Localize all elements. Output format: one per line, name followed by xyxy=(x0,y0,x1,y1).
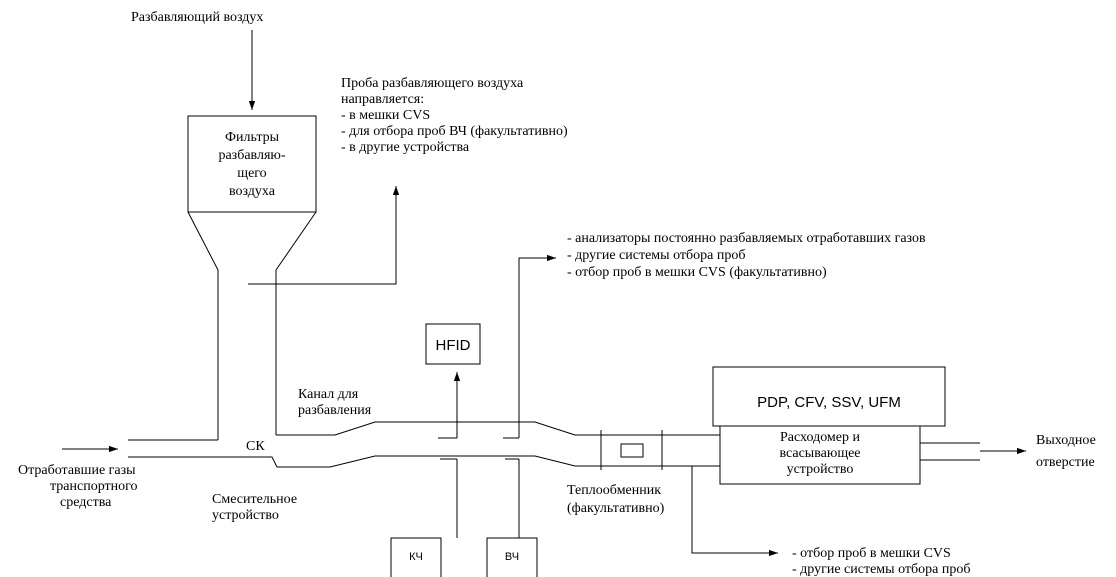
air-sample-text-5: - в другие устройства xyxy=(341,140,470,155)
exhaust-text-1: Отработавшие газы xyxy=(18,463,136,478)
kch-label: КЧ xyxy=(409,551,423,563)
bottom-sample-text-2: - другие системы отбора проб xyxy=(792,562,970,577)
heat-exchanger-box xyxy=(620,443,644,458)
flowmeter-label-2: всасывающее xyxy=(779,446,860,461)
tunnel-label-2: разбавления xyxy=(298,403,372,418)
hfid-label: HFID xyxy=(436,337,471,354)
vch-box xyxy=(486,537,538,577)
filter-label-line-3: щего xyxy=(237,166,266,181)
flowmeter-label-1: Расходомер и xyxy=(780,430,861,445)
heat-exchanger-label-2: (факультативно) xyxy=(567,501,665,516)
hfid-box xyxy=(425,323,481,365)
air-sample-text-2: направляется: xyxy=(341,92,424,107)
dilution-air-label: Разбавляющий воздух xyxy=(131,10,263,25)
flow-devices-box xyxy=(712,366,946,427)
funnel-right-wall xyxy=(275,211,317,435)
air-sample-line xyxy=(248,186,400,285)
dilution-air-filter-box xyxy=(187,115,317,213)
air-sample-text-3: - в мешки CVS xyxy=(341,108,430,123)
tunnel-bottom-wall xyxy=(218,455,720,468)
mixer-label-1: Смесительное xyxy=(212,492,297,507)
flow-devices-label: PDP, CFV, SSV, UFM xyxy=(757,394,901,411)
outlet-label-1: Выходное xyxy=(1036,433,1096,448)
ck-label: СК xyxy=(246,439,265,454)
vch-label: ВЧ xyxy=(505,551,519,563)
mixer-label-2: устройство xyxy=(212,508,279,523)
funnel-left-wall xyxy=(187,211,219,440)
bottom-sample-text-1: - отбор проб в мешки CVS xyxy=(792,546,951,561)
kch-box xyxy=(390,537,442,577)
analyzer-probe-line xyxy=(518,254,556,438)
tunnel-top-wall xyxy=(276,421,720,436)
analyzers-text-2: - другие системы отбора проб xyxy=(567,248,745,263)
flowmeter-label-3: устройство xyxy=(787,462,854,477)
filter-label-line-4: воздуха xyxy=(229,184,276,199)
filter-label-line-1: Фильтры xyxy=(225,130,280,145)
air-sample-text-1: Проба разбавляющего воздуха xyxy=(341,76,524,91)
bag-sample-line xyxy=(691,466,778,557)
tunnel-label-1: Канал для xyxy=(298,387,359,402)
analyzers-text-1: - анализаторы постоянно разбавляемых отр… xyxy=(567,231,926,246)
exhaust-text-2: транспортного xyxy=(50,479,138,494)
exhaust-text-3: средства xyxy=(60,495,112,510)
outlet-label-2: отверстие xyxy=(1036,455,1095,470)
flowmeter-box xyxy=(719,425,921,485)
analyzers-text-3: - отбор проб в мешки CVS (факультативно) xyxy=(567,265,827,280)
heat-exchanger-label-1: Теплообменник xyxy=(567,483,661,498)
air-sample-text-4: - для отбора проб ВЧ (факультативно) xyxy=(341,124,568,139)
filter-label-line-2: разбавляю- xyxy=(218,148,285,163)
